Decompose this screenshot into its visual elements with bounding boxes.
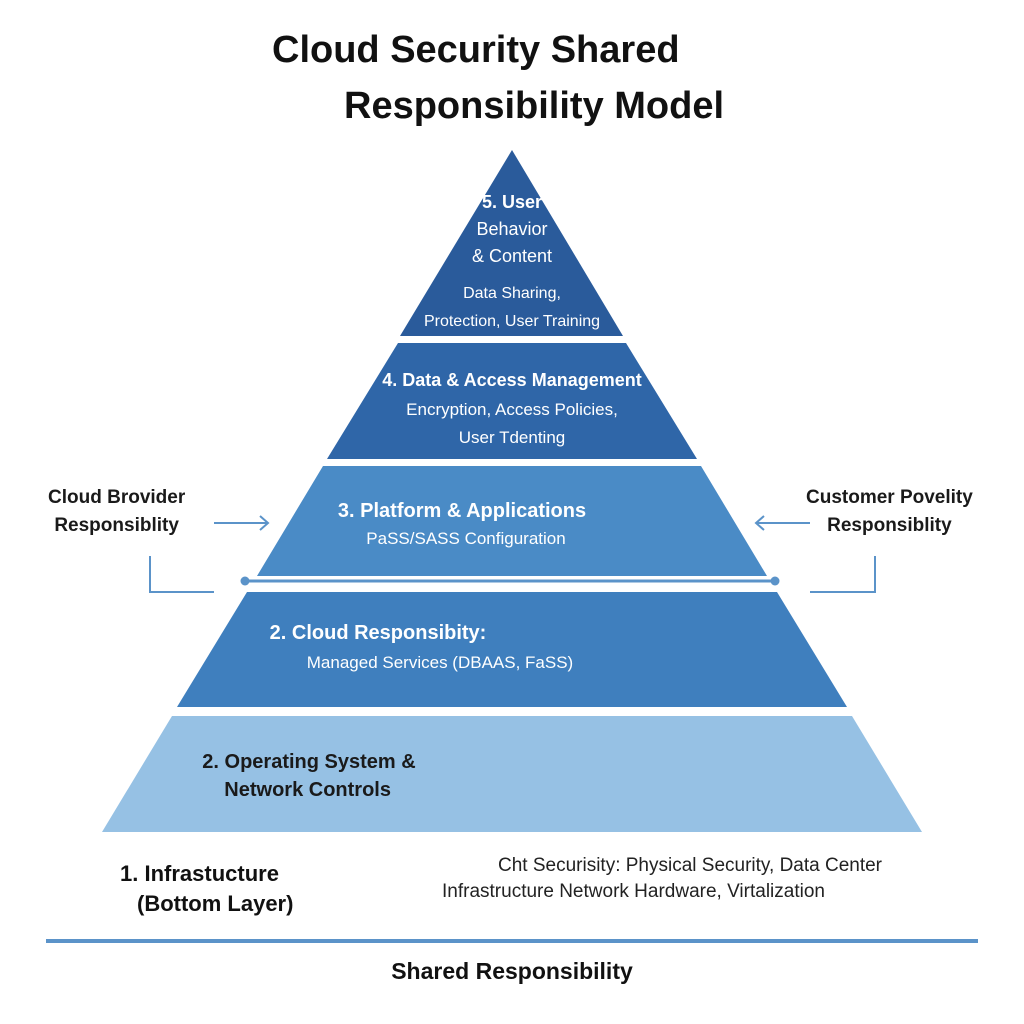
infrastructure-heading: 1. Infrastucture (Bottom Layer) (120, 859, 293, 919)
layer-1-heading: 2. Operating System & Network Controls (202, 748, 415, 804)
shared-divider (46, 939, 978, 943)
connector-dot-right (770, 576, 780, 586)
layer-1-heading-line: 2. Operating System & (202, 751, 416, 773)
layer-1-heading-line: Network Controls (224, 779, 391, 801)
layer-2-shape (177, 592, 847, 707)
layer-3-shape (257, 466, 767, 576)
connector-dot-left (240, 576, 250, 586)
infrastructure-detail: Cht Securisity: Physical Security, Data … (442, 853, 882, 905)
right-arrow (754, 515, 810, 531)
layer-2-detail: Managed Services (DBAAS, FaSS) (306, 653, 574, 672)
infrastructure-detail-line: Cht Securisity: Physical Security, Data … (498, 855, 883, 876)
customer-responsibility-label-line: Responsiblity (827, 515, 952, 536)
layer-5-shape (400, 150, 623, 336)
layer-3-heading: 3. Platform & Applications (337, 500, 587, 522)
layer-4-detail-line: Encryption, Access Policies, (406, 400, 618, 419)
title-line-1: Cloud Security Shared (272, 29, 680, 71)
left-bracket (149, 556, 214, 593)
layer-5-heading: 5. User Behavior & Content (472, 189, 552, 270)
layer-4-detail-line: User Tdenting (458, 428, 566, 447)
layer-5-detail-line: Data Sharing, (463, 285, 561, 302)
cloud-provider-label-line: Cloud Brovider (48, 487, 186, 508)
title-line-2: Responsibility Model (344, 85, 725, 127)
left-arrow (214, 515, 270, 531)
infrastructure-heading-line: (Bottom Layer) (137, 891, 294, 916)
layer-1-shape (102, 716, 922, 832)
layer-5-detail-line: Protection, User Training (423, 313, 601, 330)
right-bracket (810, 556, 876, 593)
layer-4-heading: 4. Data & Access Management (382, 370, 642, 390)
shared-responsibility-label: Shared Responsibility (391, 958, 633, 984)
customer-responsibility-label-line: Customer Povelity (806, 487, 973, 508)
infrastructure-detail-line: Infrastructure Network Hardware, Virtali… (442, 881, 825, 902)
layer-4-shape (327, 343, 697, 459)
infrastructure-heading-line: 1. Infrastucture (120, 861, 279, 886)
layer-4-detail: Encryption, Access Policies, User Tdenti… (406, 396, 618, 452)
cloud-provider-label: Cloud Brovider Responsiblity (48, 484, 185, 540)
layer-5-detail: Data Sharing, Protection, User Training (424, 280, 600, 336)
layer-5-heading-line: Behavior (476, 219, 548, 239)
cloud-provider-label-line: Responsiblity (54, 515, 179, 536)
customer-responsibility-label: Customer Povelity Responsiblity (806, 484, 973, 540)
layer-5-heading-line: & Content (471, 246, 553, 266)
layer-5-heading-line: 5. User (481, 192, 543, 212)
layer-3-detail: PaSS/SASS Configuration (366, 529, 566, 548)
layer-2-heading: 2. Cloud Responsibity: (269, 622, 487, 644)
